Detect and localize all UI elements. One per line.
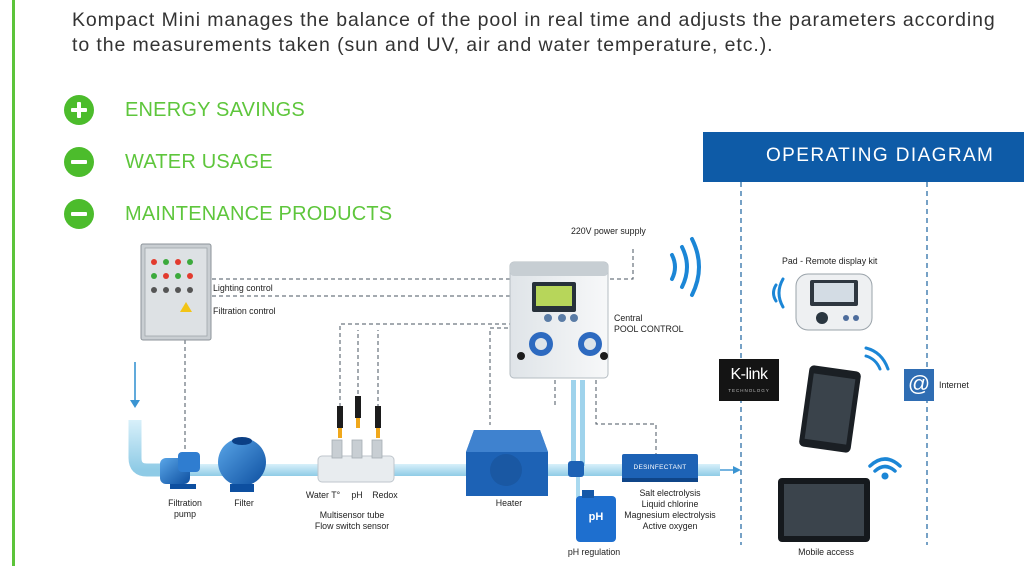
label-central: Central [614,313,643,323]
label-active-oxygen: Active oxygen [642,521,698,531]
minus-circle-icon [64,147,94,177]
benefit-energy-savings: ENERGY SAVINGS [64,94,305,126]
wifi-signal-icon [868,457,902,480]
tablet [778,478,870,542]
label-heater: Heater [495,498,523,508]
wifi-signal-icon [864,346,890,371]
left-accent-rule [12,0,15,566]
label-filter: Filter [234,498,254,508]
control-dashed-lines [184,246,657,455]
label-salt-electrolysis: Salt electrolysis [639,488,701,498]
label-pool-control: POOL CONTROL [614,324,684,334]
smartphone [799,365,861,453]
label-filtration-pump-2: pump [173,509,197,519]
filtration-pump [160,452,200,489]
label-pad: Pad - Remote display kit [782,256,878,266]
label-liquid-chlorine: Liquid chlorine [641,499,699,509]
multisensor-tube [317,396,395,483]
disinfectant-box-label: DESINFECTANT [633,464,687,471]
wifi-signal-icon [772,277,785,309]
label-water-temp: Water T° [305,490,341,500]
benefit-maintenance-products: MAINTENANCE PRODUCTS [64,198,392,230]
label-internet: Internet [939,380,969,390]
label-lighting-control: Lighting control [213,283,273,293]
benefit-label: ENERGY SAVINGS [125,98,305,121]
label-filtration-control: Filtration control [213,306,276,316]
intro-paragraph: Kompact Mini manages the balance of the … [72,9,996,56]
label-filtration-pump: Filtration [168,498,202,508]
pool-control-unit [509,261,609,379]
klink-logo-text: K-link [730,366,768,383]
label-ph-regulation: pH regulation [567,547,621,557]
banner-title: OPERATING DIAGRAM [766,145,995,166]
benefit-label: WATER USAGE [125,150,273,173]
klink-logo [719,359,779,401]
operating-diagram-banner: OPERATING DIAGRAM [703,132,1024,182]
injection-point [568,461,584,477]
electrical-cabinet [140,243,212,341]
filter [218,437,266,492]
heater [466,430,548,496]
benefit-label: MAINTENANCE PRODUCTS [125,202,393,225]
wifi-signal-icon [670,237,701,297]
disinfectant-tank [622,454,698,482]
remote-display-pad [795,273,873,331]
label-flow-switch: Flow switch sensor [314,521,390,531]
internet-badge [904,369,934,401]
label-mobile-access: Mobile access [798,547,854,557]
plus-circle-icon [64,95,94,125]
label-magnesium-electrolysis: Magnesium electrolysis [624,510,716,520]
benefit-water-usage: WATER USAGE [64,146,273,178]
internet-at-icon: @ [907,371,931,396]
label-multisensor: Multisensor tube [319,510,385,520]
klink-logo-subtext: TECHNOLOGY [728,388,770,393]
ph-canister [576,490,616,542]
minus-circle-icon [64,199,94,229]
label-redox: Redox [372,490,398,500]
label-power-supply: 220V power supply [571,226,646,236]
ph-can-label: pH [588,511,604,523]
label-ph: pH [351,490,363,500]
